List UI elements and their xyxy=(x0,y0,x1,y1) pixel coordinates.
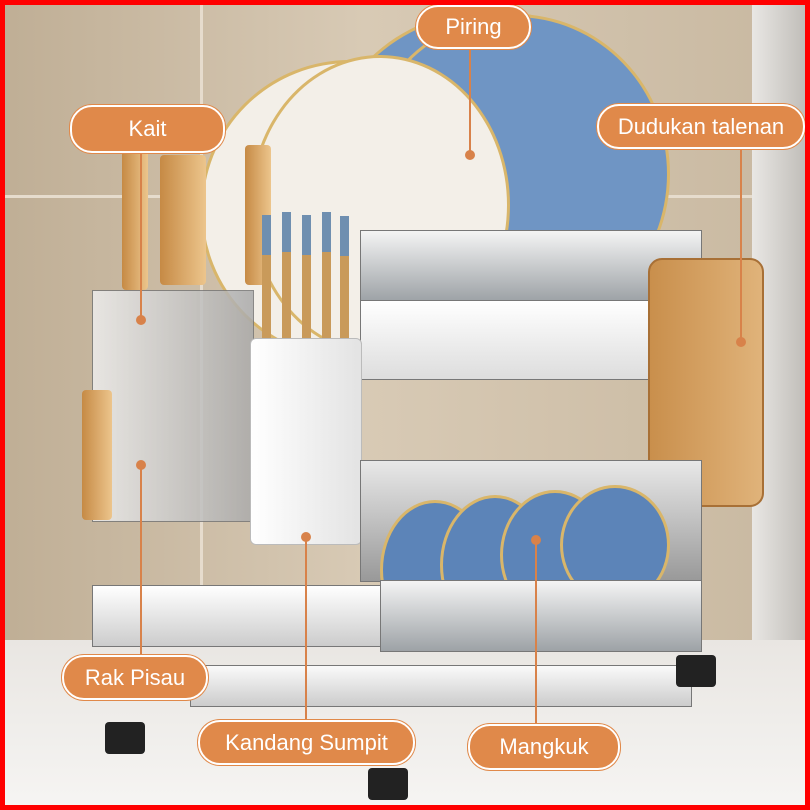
peeler xyxy=(82,390,112,520)
rack-foot xyxy=(105,722,145,754)
callout-line xyxy=(469,48,471,155)
chopstick xyxy=(282,212,291,380)
callout-dot xyxy=(465,150,475,160)
callout-dot xyxy=(531,535,541,545)
label-rak-pisau: Rak Pisau xyxy=(62,655,208,700)
callout-line xyxy=(740,147,742,342)
callout-dot xyxy=(301,532,311,542)
chopstick-cage xyxy=(250,338,362,545)
bottom-tray xyxy=(190,665,692,707)
callout-line xyxy=(535,540,537,725)
label-kandang-sumpit: Kandang Sumpit xyxy=(198,720,415,765)
knife-handle xyxy=(122,150,148,290)
label-piring: Piring xyxy=(416,5,531,49)
callout-line xyxy=(140,150,142,320)
lower-front-rail xyxy=(380,580,702,652)
callout-dot xyxy=(736,337,746,347)
rack-foot xyxy=(676,655,716,687)
callout-dot xyxy=(136,315,146,325)
upper-drip-tray xyxy=(360,300,692,380)
rack-foot xyxy=(368,768,408,800)
chopstick xyxy=(340,216,349,380)
lower-drip-tray xyxy=(92,585,394,647)
callout-dot xyxy=(136,460,146,470)
label-kait: Kait xyxy=(70,105,225,153)
chopstick xyxy=(302,215,311,380)
callout-line xyxy=(140,465,142,657)
knife-holder xyxy=(92,290,254,522)
knife-handle xyxy=(160,155,206,285)
label-mangkuk: Mangkuk xyxy=(468,724,620,770)
upper-tier xyxy=(360,230,702,302)
label-dudukan-talenan: Dudukan talenan xyxy=(597,104,805,149)
callout-line xyxy=(305,537,307,722)
chopstick xyxy=(262,215,271,380)
chopstick xyxy=(322,212,331,380)
